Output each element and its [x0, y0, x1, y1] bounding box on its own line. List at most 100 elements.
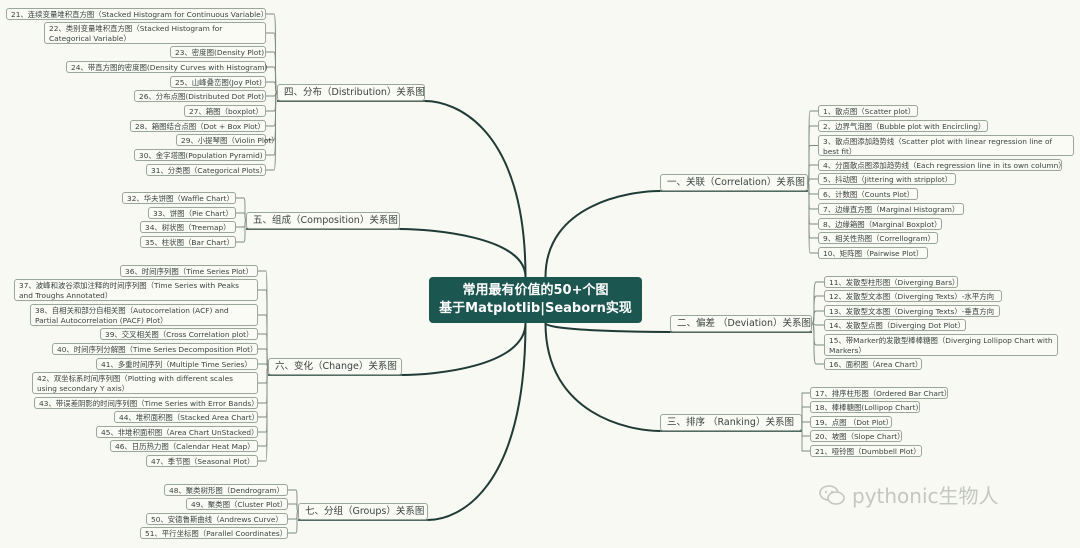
branch-deviation[interactable]: 二、偏差 （Deviation）关系图	[670, 315, 812, 332]
leaf-connector	[258, 366, 269, 462]
leaf-item[interactable]: 27、箱图（boxplot）	[184, 105, 266, 117]
leaf-item[interactable]: 21、连续变量堆积直方图（Stacked Histogram for Conti…	[6, 8, 268, 20]
leaf-connector	[801, 406, 810, 423]
leaf-connector	[811, 310, 824, 324]
leaf-connector	[266, 81, 278, 93]
leaf-item[interactable]: 9、相关性热图（Correllogram）	[818, 232, 938, 244]
branch-change[interactable]: 六、变化（Change）关系图	[268, 358, 402, 375]
leaf-item[interactable]: 25、山峰叠峦图(Joy Plot)	[170, 76, 266, 88]
leaf-connector	[266, 92, 278, 171]
leaf-item[interactable]: 6、计数图（Counts Plot）	[818, 188, 918, 200]
leaf-connector	[807, 182, 818, 195]
watermark-text: pythonic生物人	[852, 484, 999, 508]
leaf-item[interactable]: 14、发散型点图（Diverging Dot Plot）	[824, 319, 966, 331]
leaf-item[interactable]: 35、柱状图（Bar Chart）	[140, 236, 236, 248]
leaf-connector	[807, 182, 818, 254]
leaf-item[interactable]: 39、交叉相关图（Cross Correlation plot）	[100, 328, 258, 340]
leaf-item[interactable]: 41、多重时间序列（Multiple Time Series）	[96, 358, 258, 370]
leaf-item[interactable]: 38、自相关和部分自相关图（Autocorrelation (ACF) and …	[30, 304, 258, 326]
leaf-item[interactable]: 13、发散型文本图（Diverging Texts）-垂直方向	[824, 305, 1000, 317]
leaf-connector	[801, 422, 810, 452]
leaf-item[interactable]: 30、金字塔图(Population Pyramid)	[134, 149, 266, 161]
leaf-item[interactable]: 48、聚类树形图（Dendrogram）	[164, 484, 288, 496]
leaf-connector	[801, 421, 810, 423]
leaf-item[interactable]: 5、抖动图（Jittering with stripplot）	[818, 173, 956, 185]
trunk-line	[401, 322, 527, 376]
trunk-line	[424, 100, 527, 278]
leaf-connector	[288, 511, 299, 520]
leaf-item[interactable]: 40、时间序列分解图（Time Series Decomposition Plo…	[52, 343, 258, 355]
leaf-connector	[258, 363, 269, 367]
leaf-item[interactable]: 45、非堆积面积图（Area Chart UnStacked）	[96, 426, 258, 438]
trunk-line	[427, 322, 527, 521]
leaf-item[interactable]: 32、华夫饼图（Waffle Chart）	[122, 192, 236, 204]
central-title-line2: 基于Matplotlib|Seaborn实现	[439, 301, 632, 316]
wechat-icon	[819, 484, 845, 505]
leaf-item[interactable]: 26、分布点图(Distributed Dot Plot)	[134, 90, 266, 102]
leaf-item[interactable]: 17、排序柱形图（Ordered Bar Chart）	[810, 387, 951, 399]
leaf-item[interactable]: 37、波峰和波谷添加注释的时间序列图（Time Series with Peak…	[14, 279, 258, 301]
leaf-item[interactable]: 47、季节图（Seasonal Plot）	[146, 455, 258, 467]
leaf-item[interactable]: 11、发散型柱形图（Diverging Bars）	[824, 276, 959, 288]
leaf-item[interactable]: 3、散点图添加趋势线（Scatter plot with linear regr…	[818, 135, 1074, 156]
leaf-item[interactable]: 16、面积图（Area Chart）	[824, 358, 922, 370]
trunk-line	[544, 190, 661, 278]
leaf-item[interactable]: 43、带误差阴影的时间序列图（Time Series with Error Ba…	[34, 397, 259, 409]
leaf-connector	[807, 182, 818, 210]
branch-composition[interactable]: 五、组成（Composition）关系图	[246, 212, 400, 229]
leaf-item[interactable]: 51、平行坐标图（Parallel Coordinates）	[140, 527, 288, 539]
leaf-item[interactable]: 31、分类图（Categorical Plots）	[146, 164, 267, 176]
leaf-connector	[236, 212, 247, 221]
leaf-connector	[288, 489, 299, 512]
leaf-item[interactable]: 8、边缘箱图（Marginal Boxplot）	[818, 218, 942, 230]
leaf-connector	[258, 289, 269, 367]
leaf-item[interactable]: 20、坡图（Slope Chart）	[810, 430, 905, 442]
leaf-item[interactable]: 33、饼图（Pie Chart）	[148, 207, 236, 219]
trunk-line	[544, 322, 671, 333]
leaf-item[interactable]: 28、箱图结合点图（Dot + Box Plot）	[130, 120, 266, 132]
leaf-item[interactable]: 42、双坐标系时间序列图（Plotting with different sca…	[32, 372, 258, 394]
leaf-item[interactable]: 21、哑铃图（Dumbbell Plot）	[810, 445, 922, 457]
leaf-item[interactable]: 49、聚类图（Cluster Plot）	[186, 498, 288, 510]
leaf-item[interactable]: 15、带Marker的发散型棒棒糖图（Diverging Lollipop Ch…	[824, 334, 1058, 356]
leaf-connector	[807, 182, 818, 239]
leaf-item[interactable]: 4、分面散点图添加趋势线（Each regression line in its…	[818, 159, 1066, 171]
leaf-connector	[811, 323, 824, 365]
leaf-item[interactable]: 44、堆积面积图（Stacked Area Chart）	[114, 411, 259, 423]
leaf-connector	[266, 92, 278, 97]
leaf-item[interactable]: 23、密度图(Density Plot)	[170, 46, 266, 58]
leaf-connector	[258, 366, 269, 384]
leaf-connector	[801, 422, 810, 437]
leaf-item[interactable]: 10、矩阵图（Pairwise Plot）	[818, 247, 928, 259]
leaf-connector	[288, 503, 299, 512]
leaf-item[interactable]: 19、点图 （Dot Plot）	[810, 416, 893, 428]
leaf-connector	[236, 197, 247, 221]
leaf-connector	[258, 366, 269, 418]
leaf-item[interactable]: 1、散点图（Scatter plot）	[818, 105, 918, 117]
central-topic[interactable]: 常用最有价值的50+个图 基于Matplotlib|Seaborn实现	[429, 277, 642, 323]
leaf-item[interactable]: 22、类别变量堆积直方图（Stacked Histogram for Categ…	[44, 22, 266, 44]
branch-correlation[interactable]: 一、关联（Correlation）关系图	[660, 174, 808, 191]
leaf-connector	[236, 220, 247, 228]
branch-ranking[interactable]: 三、排序 （Ranking）关系图	[660, 414, 802, 431]
leaf-connector	[288, 511, 299, 534]
leaf-connector	[807, 145, 818, 183]
leaf-connector	[236, 220, 247, 243]
leaf-item[interactable]: 2、边界气泡图（Bubble plot with Encircling）	[818, 120, 988, 132]
leaf-item[interactable]: 36、时间序列图（Time Series Plot）	[120, 265, 258, 277]
leaf-item[interactable]: 12、发散型文本图（Diverging Texts）-水平方向	[824, 290, 1002, 302]
branch-distribution[interactable]: 四、分布（Distribution）关系图	[277, 84, 425, 101]
leaf-connector	[258, 366, 269, 404]
leaf-item[interactable]: 50、安德鲁斯曲线（Andrews Curve）	[146, 513, 288, 525]
leaf-item[interactable]: 24、带直方图的密度图(Density Curves with Histogra…	[66, 61, 268, 73]
leaf-item[interactable]: 18、棒棒糖图(Lollipop Chart)	[810, 401, 920, 413]
leaf-item[interactable]: 34、树状图（Treemap）	[140, 221, 236, 233]
leaf-connector	[811, 323, 824, 326]
leaf-item[interactable]: 46、日历热力图（Calendar Heat Map）	[110, 440, 258, 452]
trunk-line	[544, 322, 661, 432]
branch-groups[interactable]: 七、分组（Groups）关系图	[298, 503, 428, 520]
leaf-item[interactable]: 7、边缘直方图（Marginal Histogram）	[818, 203, 964, 215]
leaf-item[interactable]: 29、小提琴图（Violin Plot）	[176, 134, 279, 146]
